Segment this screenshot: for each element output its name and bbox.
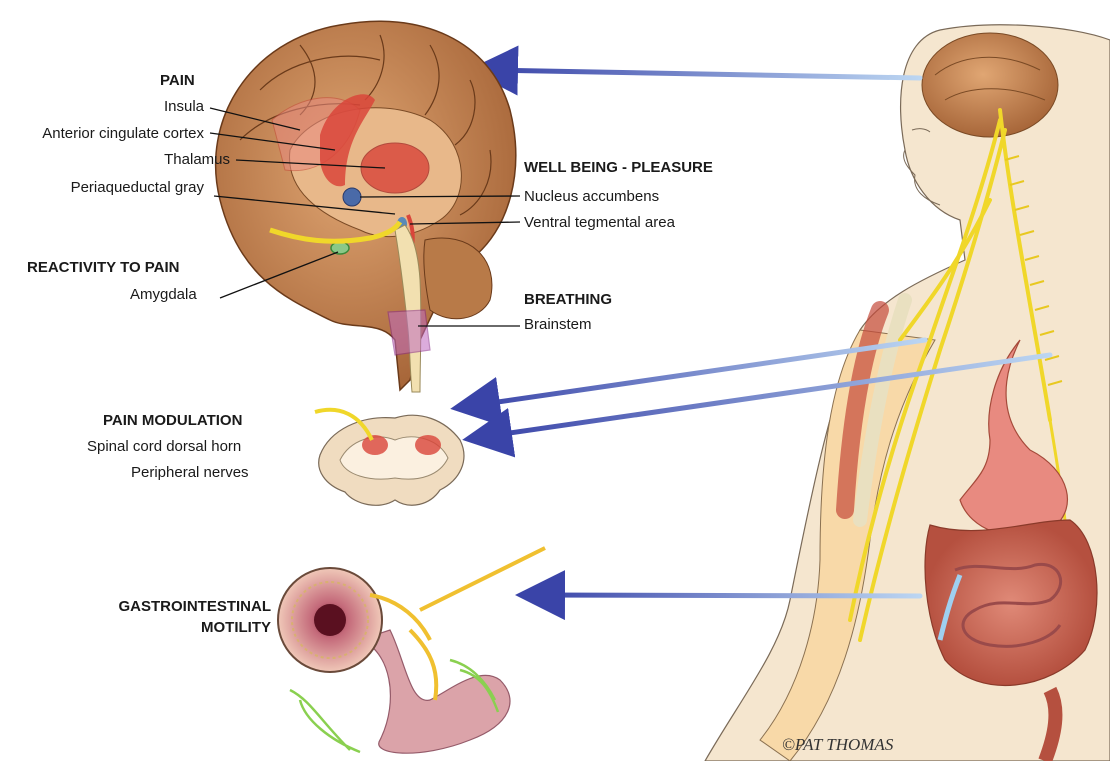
reactivity-heading: REACTIVITY TO PAIN (27, 259, 180, 277)
label-ventral-tegmental-area: Ventral tegmental area (524, 214, 675, 232)
label-periaqueductal-gray: Periaqueductal gray (71, 179, 204, 197)
breathing-heading: BREATHING (524, 291, 612, 309)
gi-heading-line1: GASTROINTESTINAL (119, 598, 272, 616)
spinal-cord-section (315, 410, 464, 505)
pain-modulation-heading: PAIN MODULATION (103, 412, 242, 430)
label-spinal-cord-dorsal-horn: Spinal cord dorsal horn (87, 438, 241, 456)
label-nucleus-accumbens: Nucleus accumbens (524, 188, 659, 206)
pain-heading: PAIN (160, 72, 195, 90)
label-anterior-cingulate-cortex: Anterior cingulate cortex (42, 125, 204, 143)
head-brain (922, 33, 1058, 137)
well-being-heading: WELL BEING - PLEASURE (524, 159, 713, 177)
label-amygdala: Amygdala (130, 286, 197, 304)
label-peripheral-nerves: Peripheral nerves (131, 464, 249, 482)
gi-heading-line2: MOTILITY (201, 619, 271, 637)
artist-signature: ©PAT THOMAS (782, 735, 894, 754)
brain-illustration (216, 21, 516, 392)
label-thalamus: Thalamus (164, 151, 230, 169)
label-insula: Insula (164, 98, 204, 116)
label-brainstem: Brainstem (524, 316, 592, 334)
gut-tube (278, 548, 545, 753)
